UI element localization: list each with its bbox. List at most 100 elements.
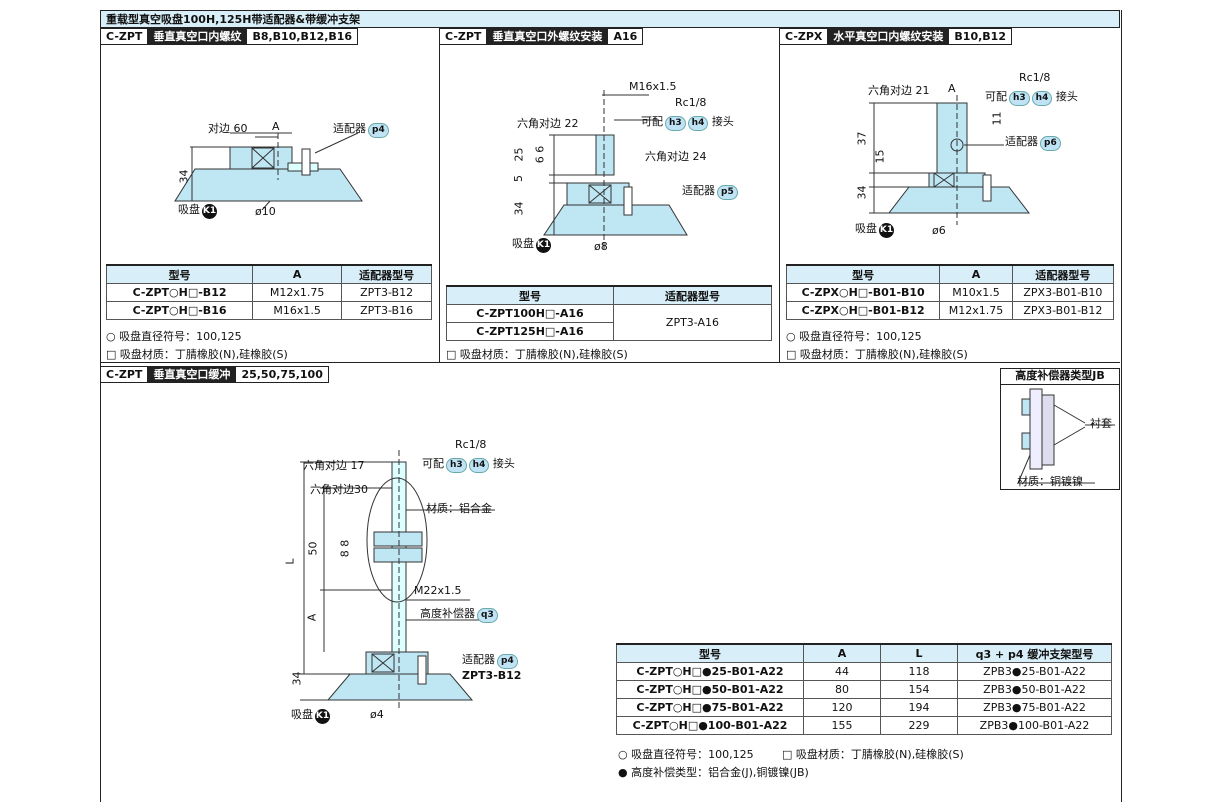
hex-label: 对边 60 <box>208 122 248 135</box>
rc-label: Rc1/8 <box>1019 71 1051 84</box>
dim-a-label: A <box>272 120 280 133</box>
diameter-label: ø4 <box>370 708 384 721</box>
dim-37: 37 <box>855 131 869 146</box>
jb-material-label: 材质：铜镀镍 <box>1017 475 1083 488</box>
model-cell: C-ZPT○H□●50-B01-A22 <box>616 680 804 699</box>
model-cell: C-ZPT125H□-A16 <box>446 322 614 341</box>
spec-table-4: 型号 A L q3 + p4 缓冲支架型号 C-ZPT○H□●25-B01-A2… <box>616 643 1112 735</box>
page-frame <box>100 10 1122 802</box>
rc-label: Rc1/8 <box>675 96 707 109</box>
pad-text: 吸盘 <box>178 203 200 216</box>
jb-shaft <box>1029 388 1043 470</box>
h4-badge: h4 <box>468 458 490 473</box>
diagram-1 <box>174 132 363 211</box>
cell: ZPT3-B12 <box>341 283 432 302</box>
bolt <box>982 174 992 202</box>
thread-label: M16x1.5 <box>629 80 677 93</box>
cell: M12x1.75 <box>252 283 343 302</box>
rc-label: Rc1/8 <box>455 438 487 451</box>
detail-circle <box>366 477 428 603</box>
section-code: C-ZPT <box>106 30 143 43</box>
cell: ZPB3●50-B01-A22 <box>957 680 1112 699</box>
col-header: 适配器型号 <box>613 285 772 305</box>
cell: ZPB3●75-B01-A22 <box>957 698 1112 717</box>
thread-label: M22x1.5 <box>414 584 462 597</box>
cell: 44 <box>803 662 881 681</box>
section-code: C-ZPX <box>785 30 823 43</box>
table-row: C-ZPT125H□-A16 <box>446 322 772 341</box>
adapter-cell: ZPT3-A16 <box>613 304 772 341</box>
fit-text: 可配 <box>985 90 1007 103</box>
cell: ZPX3-B01-B10 <box>1011 283 1115 302</box>
cell: M12x1.75 <box>939 301 1013 320</box>
divider <box>779 28 780 362</box>
cell: 118 <box>880 662 958 681</box>
cell: M10x1.5 <box>939 283 1013 302</box>
model-cell: C-ZPX○H□-B01-B12 <box>785 301 941 320</box>
section-title: 垂直真空口内螺纹 <box>147 29 248 44</box>
joint-text: 接头 <box>711 115 734 128</box>
model-cell: C-ZPT○H□●75-B01-A22 <box>616 698 804 717</box>
adapter-badge: p4 <box>497 654 518 669</box>
adapter-text: 适配器 <box>682 184 715 197</box>
pad-badge: K1 <box>202 204 217 219</box>
suction-pad <box>326 673 474 701</box>
model-cell: C-ZPT○H□●25-B01-A22 <box>616 662 804 681</box>
dim-25: 25 <box>512 147 526 162</box>
col-header: A <box>939 264 1013 284</box>
comp-badge: q3 <box>477 608 498 623</box>
hex30-label: 六角对边30 <box>310 483 368 496</box>
jb-box <box>1000 368 1120 490</box>
dim-a-label: A <box>948 82 956 95</box>
model-cell: C-ZPT○H□-B16 <box>105 301 254 320</box>
adapter-text: 适配器 <box>333 122 366 135</box>
dim-11: 11 <box>990 111 1004 126</box>
note: □ 吸盘材质：丁腈橡胶(N),硅橡胶(S) <box>782 748 964 761</box>
section-sizes: A16 <box>613 30 638 43</box>
model-cell: C-ZPT○H□●100-B01-A22 <box>616 716 804 735</box>
nut-upper <box>373 531 423 547</box>
pad-badge: K1 <box>879 223 894 238</box>
divider <box>100 362 1120 363</box>
model-cell: C-ZPX○H□-B01-B10 <box>785 283 941 302</box>
pad-badge: K1 <box>315 709 330 724</box>
section-header-3: C-ZPX 水平真空口内螺纹安装 B10,B12 <box>779 28 1012 45</box>
note: □ 吸盘材质：丁腈橡胶(N),硅橡胶(S) <box>786 348 968 361</box>
section-title: 垂直真空口缓冲 <box>147 367 237 382</box>
adapter-badge: p4 <box>368 123 389 138</box>
bolt <box>417 655 427 685</box>
thread-stud <box>595 134 615 176</box>
section-title: 水平真空口内螺纹安装 <box>827 29 950 44</box>
cell: 194 <box>880 698 958 717</box>
col-header: A <box>803 643 881 663</box>
cell: ZPB3●25-B01-A22 <box>957 662 1112 681</box>
note: ● 高度补偿类型：铝合金(J),铜镀镍(JB) <box>618 766 809 779</box>
pad-badge: K1 <box>536 238 551 253</box>
pad-text: 吸盘 <box>512 237 534 250</box>
horizontal-port-block <box>936 102 968 174</box>
dim-15: 15 <box>873 149 887 164</box>
h3-badge: h3 <box>446 458 467 473</box>
section-header-1: C-ZPT 垂直真空口内螺纹 B8,B10,B12,B16 <box>100 28 359 45</box>
hex22-label: 六角对边 22 <box>517 117 579 130</box>
pad-text: 吸盘 <box>291 708 313 721</box>
joint-text: 接头 <box>492 457 515 470</box>
hex-label: 六角对边 21 <box>868 84 930 97</box>
note: □ 吸盘材质：丁腈橡胶(N),硅橡胶(S) <box>106 348 288 361</box>
jb-diagram <box>1017 388 1115 484</box>
dim-34: 34 <box>512 201 526 216</box>
section-sizes: 25,50,75,100 <box>241 368 323 381</box>
diagram-2 <box>543 90 688 250</box>
